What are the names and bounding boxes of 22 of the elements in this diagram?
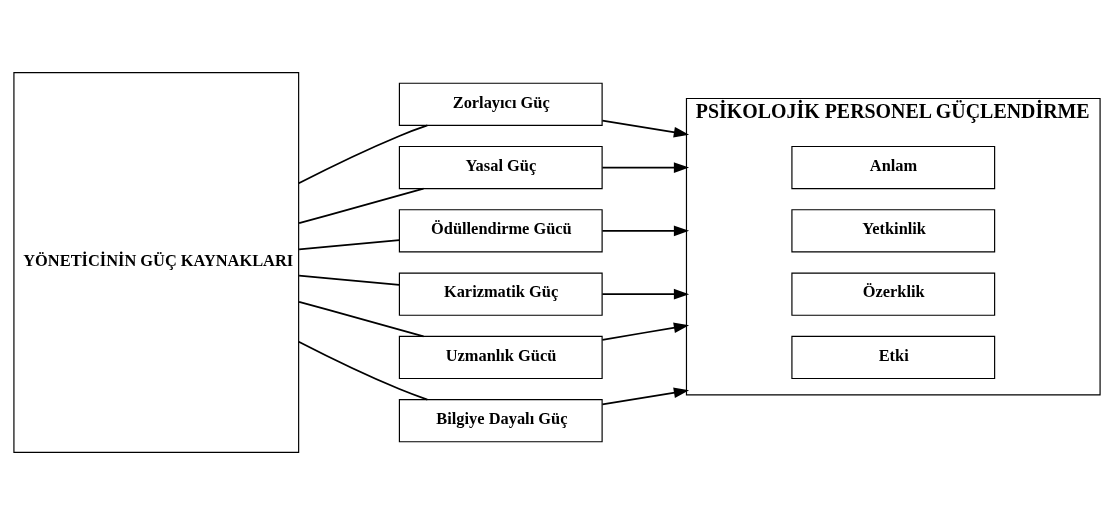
node-box: Bilgiye Dayalı Güç <box>398 398 603 442</box>
connector <box>298 274 401 286</box>
node-box: YÖNETİCİNİN GÜÇ KAYNAKLARI <box>13 71 300 453</box>
node-box: Etki <box>791 335 996 379</box>
node-box: Ödüllendirme Gücü <box>398 208 603 253</box>
arrow <box>601 322 690 341</box>
arrow <box>601 387 690 405</box>
node-box: Yetkinlik <box>791 208 996 253</box>
node-box: Zorlayıcı Güç <box>398 82 603 126</box>
connector <box>297 124 429 184</box>
connector <box>298 238 401 250</box>
arrow <box>601 225 690 236</box>
node-box: Karizmatik Güç <box>398 271 603 316</box>
connector <box>298 300 425 337</box>
node-box: Anlam <box>791 145 996 189</box>
arrow <box>601 161 690 173</box>
arrow <box>601 119 690 137</box>
arrow <box>601 288 690 299</box>
node-box: Yasal Güç <box>398 145 603 189</box>
connector <box>298 187 425 224</box>
node-box: Özerklik <box>791 271 996 316</box>
node-box: Uzmanlık Gücü <box>398 335 603 379</box>
